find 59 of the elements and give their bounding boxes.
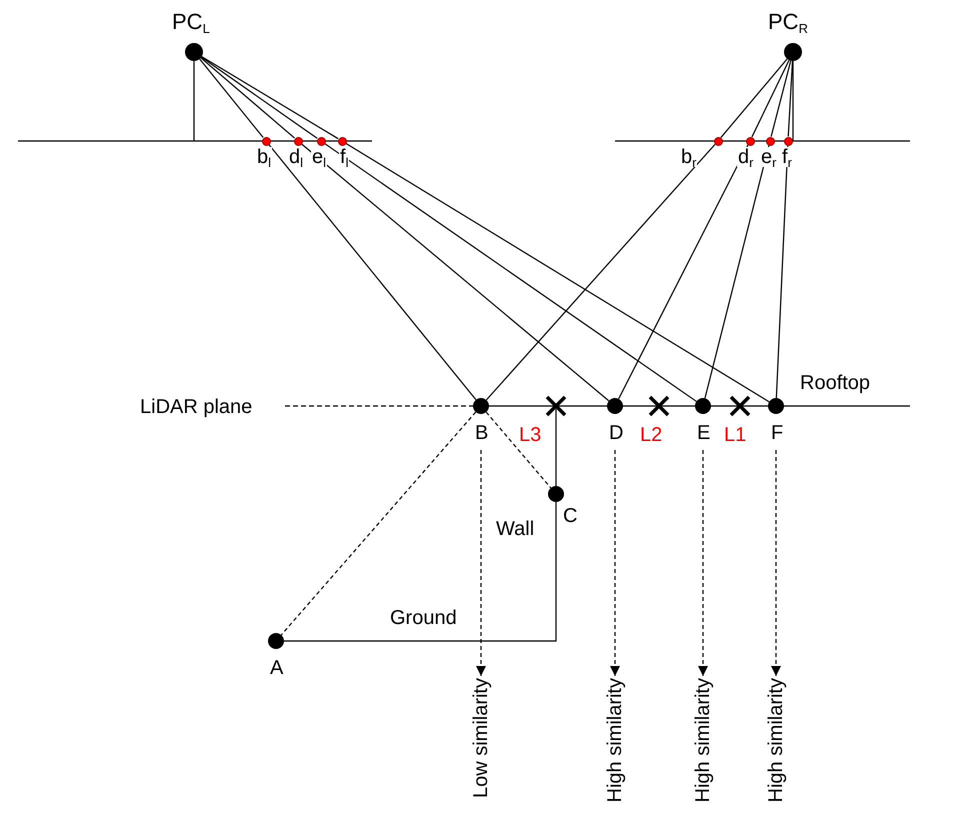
connector-line xyxy=(618,144,748,400)
point-marker xyxy=(695,398,711,414)
mark-label: L2 xyxy=(640,424,662,446)
connector-line xyxy=(346,142,770,402)
connector-line xyxy=(201,56,318,139)
point-label: b$_{l}$ xyxy=(256,147,272,167)
connector-line xyxy=(324,143,697,402)
point-marker xyxy=(607,398,623,414)
connector-line xyxy=(280,412,476,636)
point-label: d$_{r}$ xyxy=(737,147,754,167)
point-marker xyxy=(768,398,784,414)
connector-line xyxy=(704,145,770,398)
connector-line xyxy=(486,412,552,488)
projection-point xyxy=(262,136,270,146)
projection-point xyxy=(766,136,774,146)
connector-line xyxy=(751,60,790,138)
arrow xyxy=(771,450,781,676)
arrow xyxy=(610,450,620,676)
point-label: b$_{r}$ xyxy=(680,147,698,167)
point-label: PC$_{R}$ xyxy=(768,12,808,32)
point-label: e$_{r}$ xyxy=(760,147,778,167)
connector-line xyxy=(770,60,792,137)
region-label: Rooftop xyxy=(800,372,870,394)
projection-point xyxy=(746,136,754,146)
arrow xyxy=(698,450,708,676)
connector-line xyxy=(720,58,788,138)
mark-label: L3 xyxy=(519,424,542,446)
connector-line xyxy=(268,144,476,400)
point-marker xyxy=(268,633,284,649)
region-label: LiDAR plane xyxy=(140,396,252,418)
point-label: d$_{l}$ xyxy=(288,147,304,167)
point-marker xyxy=(784,43,802,61)
region-label: Wall xyxy=(496,518,534,540)
region-label: Ground xyxy=(390,607,457,629)
connector-line xyxy=(199,58,264,138)
point-marker xyxy=(548,486,564,502)
projection-point xyxy=(338,136,346,146)
similarity-label: High similarity xyxy=(765,678,787,802)
point-label: PC$_{L}$ xyxy=(172,12,210,32)
point-label: f$_{l}$ xyxy=(339,147,350,167)
point-label: f$_{r}$ xyxy=(781,147,793,167)
point-marker xyxy=(473,398,489,414)
connector-line xyxy=(486,144,716,400)
mark-label: L1 xyxy=(724,424,746,446)
projection-point xyxy=(316,136,326,146)
connector-line xyxy=(201,56,338,140)
similarity-label: High similarity xyxy=(692,678,714,802)
connector-line xyxy=(788,60,794,137)
arrow xyxy=(476,450,486,676)
similarity-label: High similarity xyxy=(604,678,626,802)
similarity-label: Low similarity xyxy=(470,678,492,798)
connector-line xyxy=(200,57,295,139)
connector-line xyxy=(301,143,610,402)
connector-line xyxy=(284,502,557,642)
projection-point xyxy=(714,136,722,146)
projection-point xyxy=(294,136,302,146)
projection-point xyxy=(784,136,792,146)
point-marker xyxy=(185,43,203,61)
connector-line xyxy=(776,145,788,398)
